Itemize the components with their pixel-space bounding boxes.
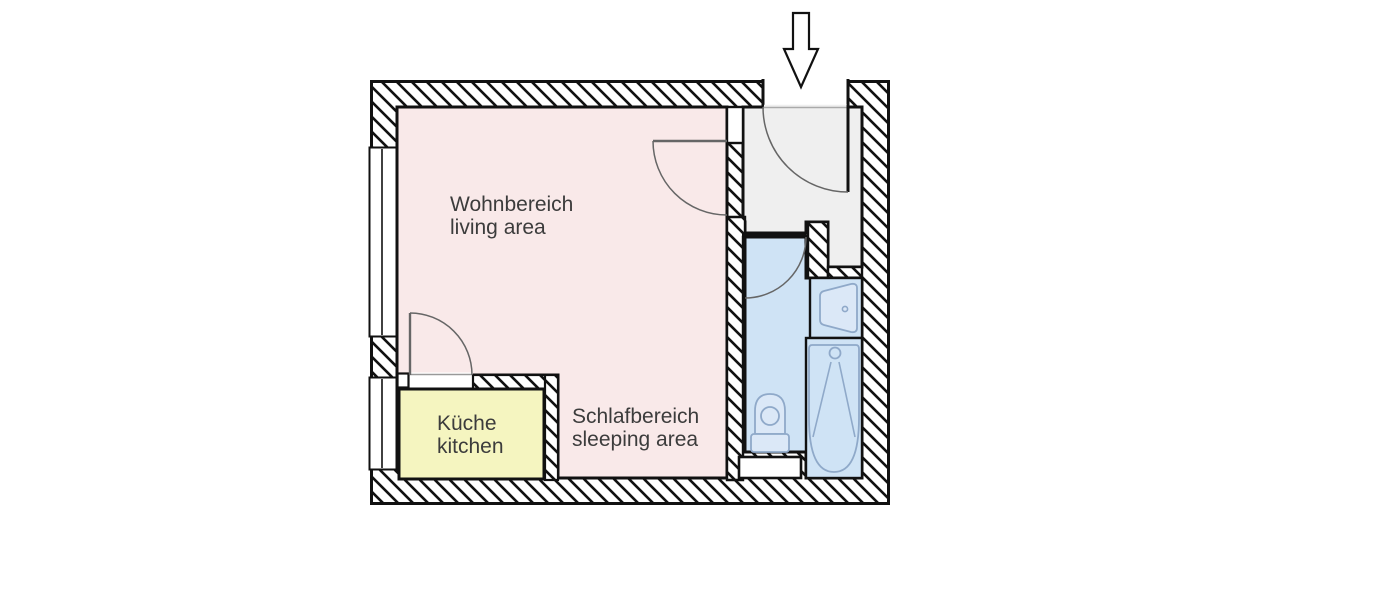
living-area-label-de: Wohnbereich (450, 193, 573, 216)
labels: Wohnbereich living area Küche kitchen Sc… (437, 193, 699, 458)
wall-living-bathroom (725, 215, 747, 482)
bathtub-icon (804, 336, 864, 480)
bathroom-door (742, 233, 807, 299)
wall-strip-above-sink (826, 265, 864, 280)
doors (408, 105, 850, 376)
wall-niche (737, 455, 803, 480)
wall-above-living-door (725, 105, 745, 145)
toilet-icon (750, 393, 790, 453)
kitchen-wall-stub (396, 372, 410, 389)
window-bottom (368, 376, 398, 471)
kitchen-label-en: kitchen (437, 435, 504, 458)
washbasin-icon (808, 276, 864, 340)
interior-walls (725, 105, 864, 482)
kitchen-walls (471, 373, 560, 482)
sleeping-area-label-en: sleeping area (572, 428, 698, 451)
wall-stub-bath-door (806, 220, 830, 280)
room-kitchen (397, 387, 546, 481)
entrance-opening (763, 78, 848, 107)
entrance-arrow-icon (782, 11, 820, 90)
kitchen-door (408, 312, 473, 376)
living-area-label-en: living area (450, 216, 546, 239)
room-bathroom (737, 235, 864, 480)
window-top (368, 146, 398, 338)
living-room-door (652, 139, 728, 216)
entrance-jambs (761, 79, 850, 107)
entrance-door (762, 105, 850, 193)
kitchen-doorway (408, 372, 473, 389)
kitchen-label-de: Küche (437, 412, 497, 435)
sleeping-area-label-de: Schlafbereich (572, 405, 699, 428)
